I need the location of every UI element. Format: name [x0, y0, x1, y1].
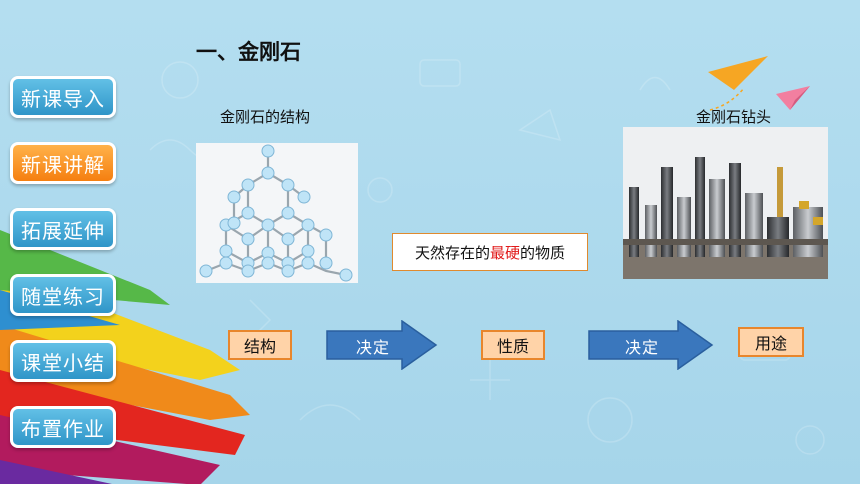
callout-text-after: 的物质	[520, 243, 566, 262]
diamond-structure-image	[196, 143, 358, 283]
flow-tag-use: 用途	[738, 327, 804, 357]
callout-text-before: 天然存在的	[414, 243, 490, 262]
callout-highlight: 最硬	[489, 243, 520, 262]
property-callout: 天然存在的最硬的物质	[392, 233, 588, 271]
diamond-lattice-model	[199, 144, 353, 282]
nav-button-extension[interactable]: 拓展延伸	[10, 208, 116, 250]
nav-button-new-lesson-explain[interactable]: 新课讲解	[10, 142, 116, 184]
nav-button-new-lesson-intro[interactable]: 新课导入	[10, 76, 116, 118]
nav-button-summary[interactable]: 课堂小结	[10, 340, 116, 382]
flow-arrow-1-label: 决定	[356, 338, 391, 357]
flow-arrow-2-shape	[588, 320, 714, 370]
flow-arrow-2-label: 决定	[625, 338, 660, 357]
drill-bits-illustration	[623, 127, 828, 279]
diamond-structure-caption: 金刚石的结构	[220, 108, 311, 126]
flow-tag-structure: 结构	[228, 330, 292, 360]
nav-button-practice[interactable]: 随堂练习	[10, 274, 116, 316]
flow-arrow-1-shape	[326, 320, 438, 370]
flow-tag-property: 性质	[481, 330, 545, 360]
diamond-drill-caption: 金刚石钻头	[696, 108, 772, 126]
diamond-drill-image	[623, 127, 828, 279]
paper-plane-icon	[708, 56, 810, 111]
nav-button-homework[interactable]: 布置作业	[10, 406, 116, 448]
slide-title: 一、金刚石	[196, 40, 301, 64]
